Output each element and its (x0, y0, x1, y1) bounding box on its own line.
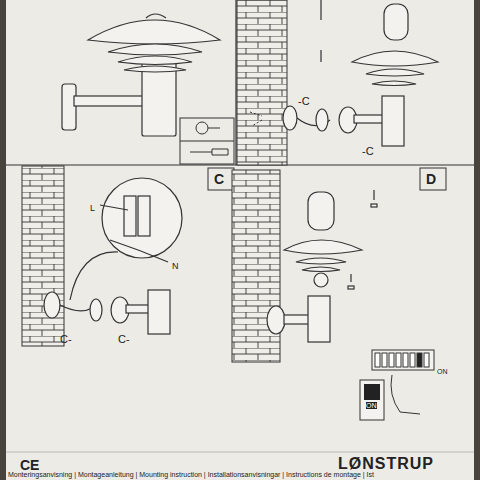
fuse (389, 353, 394, 367)
part-callout: C- (118, 334, 130, 345)
part-callout: C- (60, 334, 72, 345)
wire-label: L (90, 204, 95, 213)
switch-state: ON (437, 368, 448, 375)
ce-mark: CE (20, 458, 39, 472)
panel-letter: C (214, 172, 224, 186)
wire-label: N (172, 262, 179, 271)
fuse (375, 353, 380, 367)
switch-state: ON (366, 402, 377, 409)
language-line: Monteringsanvisning | Montageanleitung |… (8, 471, 374, 478)
wiring-detail (44, 178, 182, 334)
part-callout: -C (298, 96, 310, 107)
fuse (417, 353, 422, 367)
brand-name: LØNSTRUP (338, 456, 434, 472)
fuse (396, 353, 401, 367)
fuse (403, 353, 408, 367)
paper (6, 0, 474, 480)
exploded-lamp (283, 0, 438, 146)
panel-letter: D (426, 172, 436, 186)
final-assembly (267, 190, 377, 342)
fuse (424, 353, 429, 367)
fuse (410, 353, 415, 367)
switch (360, 380, 384, 420)
fuse (382, 353, 387, 367)
part-callout: -C (362, 146, 374, 157)
